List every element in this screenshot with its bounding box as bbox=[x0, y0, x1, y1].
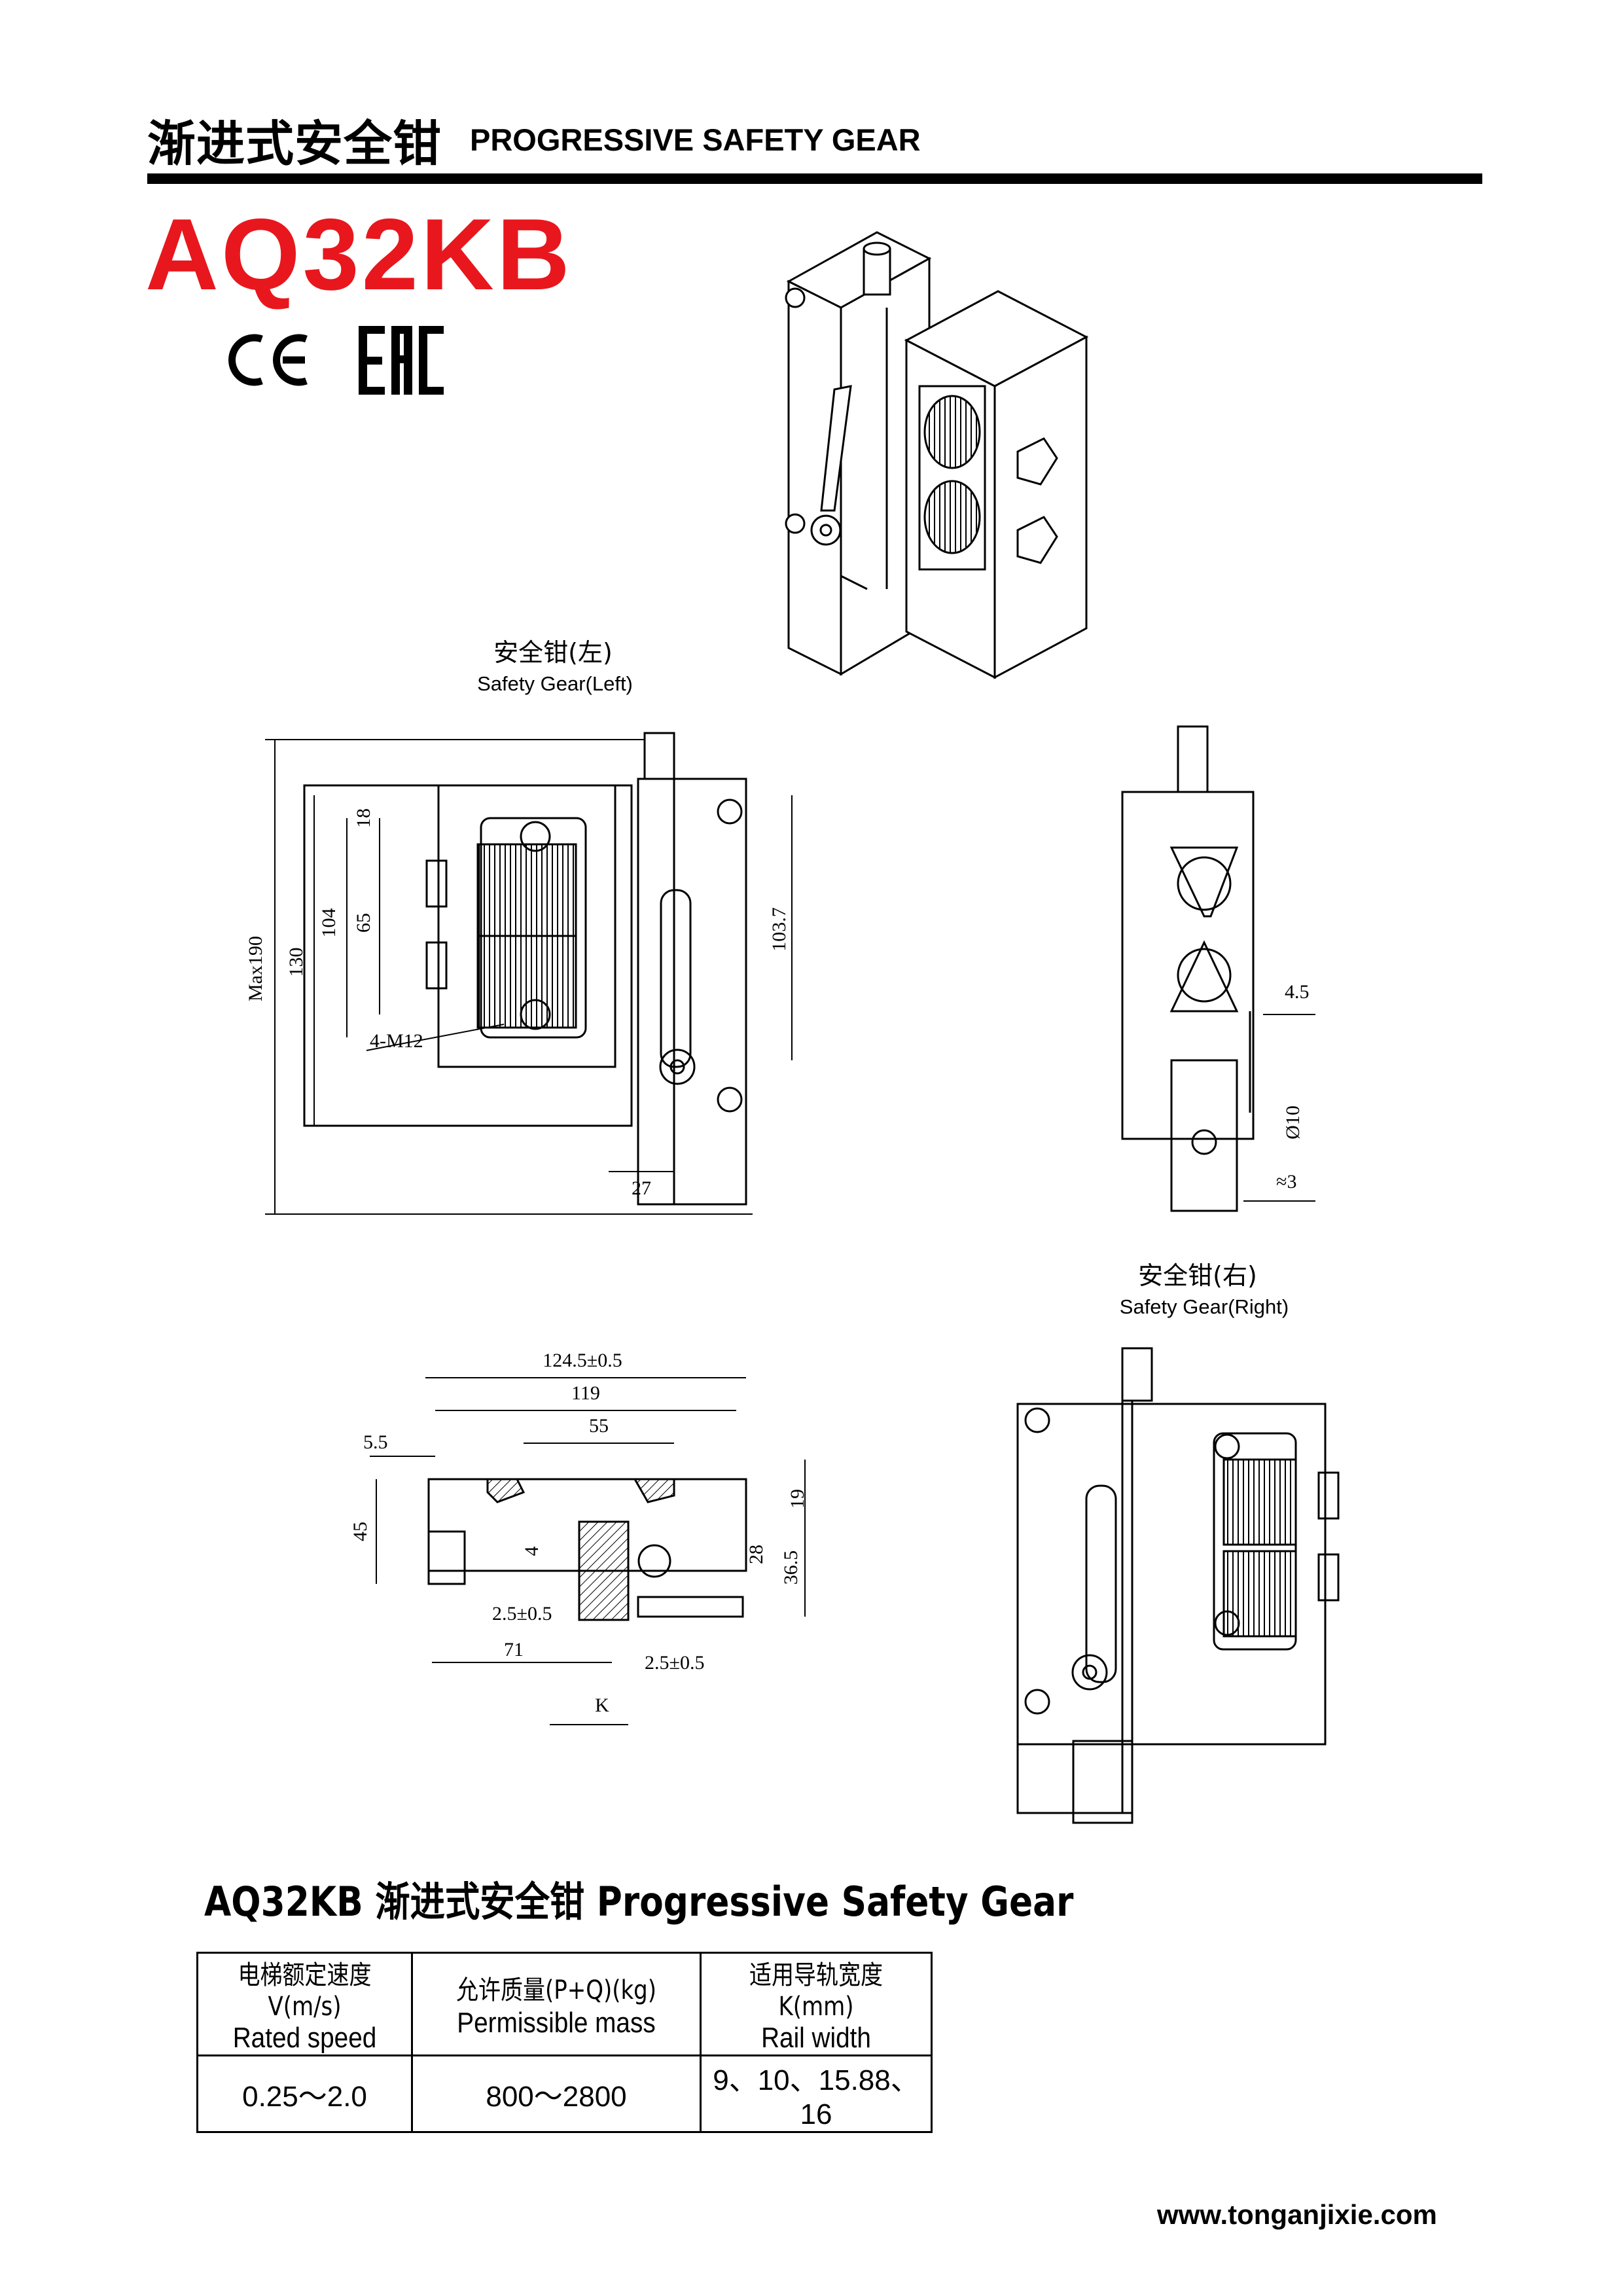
spec-header-speed-en: Rated speed bbox=[232, 2022, 377, 2054]
dim-2-5-a: 2.5±0.5 bbox=[492, 1603, 552, 1624]
header-title-en: PROGRESSIVE SAFETY GEAR bbox=[470, 122, 921, 157]
dim-104: 104 bbox=[318, 908, 340, 938]
right-view-label-en: Safety Gear(Right) bbox=[1120, 1295, 1289, 1318]
dim-36-5: 36.5 bbox=[780, 1551, 802, 1585]
spec-value-rail: 9、10、15.88、16 bbox=[700, 2054, 933, 2133]
dim-124-5: 124.5±0.5 bbox=[543, 1350, 622, 1371]
spec-value-mass: 800～2800 bbox=[411, 2054, 702, 2133]
dim-130: 130 bbox=[285, 948, 307, 977]
dim-k: K bbox=[595, 1695, 609, 1716]
spec-header-rail-en: Rail width bbox=[761, 2022, 871, 2054]
front-view-right bbox=[1016, 1347, 1340, 1824]
dim-5-5: 5.5 bbox=[363, 1431, 388, 1453]
dim-65: 65 bbox=[353, 913, 374, 933]
spec-header-mass-cn: 允许质量(P+Q)(kg) bbox=[455, 1975, 657, 2005]
isometric-view bbox=[785, 231, 1089, 679]
dim-2-5-b: 2.5±0.5 bbox=[645, 1652, 704, 1674]
dim-4: 4 bbox=[521, 1547, 543, 1556]
dim-119: 119 bbox=[571, 1382, 600, 1404]
spec-value-speed: 0.25～2.0 bbox=[196, 2054, 413, 2133]
dim-max190: Max190 bbox=[245, 936, 266, 1001]
spec-header-mass-en: Permissible mass bbox=[457, 2007, 656, 2039]
dim-71: 71 bbox=[504, 1639, 524, 1660]
dim-19: 19 bbox=[787, 1489, 808, 1509]
certification-marks bbox=[228, 326, 444, 395]
left-view-label-cn: 安全钳(左) bbox=[493, 638, 613, 667]
spec-header-speed-cn: 电梯额定速度V(m/s) bbox=[238, 1960, 372, 2022]
spec-value-row: 0.25～2.0 800～2800 9、10、15.88、16 bbox=[196, 2054, 933, 2133]
dim-d10: Ø10 bbox=[1282, 1105, 1304, 1139]
side-view-dims: 4.5 Ø10 ≈3 bbox=[1276, 981, 1310, 1193]
spec-header-rail: 适用导轨宽度K(mm) Rail width bbox=[700, 1952, 933, 2056]
dim-3: ≈3 bbox=[1276, 1171, 1296, 1193]
right-view-label-cn: 安全钳(右) bbox=[1138, 1261, 1257, 1290]
dim-45: 45 bbox=[349, 1522, 371, 1541]
dim-27: 27 bbox=[632, 1177, 651, 1199]
dim-18: 18 bbox=[353, 808, 374, 828]
model-number: AQ32KB bbox=[145, 198, 573, 311]
ce-mark-icon bbox=[228, 334, 308, 386]
side-view bbox=[1121, 725, 1315, 1212]
technical-drawings: 安全钳(左) Safety Gear(Left) 安全钳(右) Safety G… bbox=[245, 231, 1340, 1824]
top-view bbox=[370, 1377, 806, 1725]
spec-header-mass: 允许质量(P+Q)(kg) Permissible mass bbox=[411, 1952, 702, 2056]
header-divider bbox=[147, 173, 1482, 184]
dim-55: 55 bbox=[589, 1415, 609, 1437]
left-view-label-en: Safety Gear(Left) bbox=[477, 672, 633, 695]
front-view-dims: Max190 130 104 65 18 103.7 4-M12 27 bbox=[245, 808, 790, 1199]
dim-4-5: 4.5 bbox=[1285, 981, 1310, 1003]
spec-table: 电梯额定速度V(m/s) Rated speed 允许质量(P+Q)(kg) P… bbox=[196, 1952, 933, 2133]
spec-title: AQ32KB 渐进式安全钳 Progressive Safety Gear bbox=[204, 1878, 1074, 1926]
dim-m12: 4-M12 bbox=[370, 1030, 423, 1052]
front-view-left bbox=[265, 732, 793, 1215]
website-url: www.tonganjixie.com bbox=[1157, 2199, 1437, 2230]
header-title-cn: 渐进式安全钳 bbox=[147, 116, 442, 172]
dim-28: 28 bbox=[745, 1545, 767, 1564]
top-view-dims: 124.5±0.5 119 55 5.5 45 4 19 28 36.5 2.5… bbox=[349, 1350, 808, 1716]
spec-header-speed: 电梯额定速度V(m/s) Rated speed bbox=[196, 1952, 413, 2056]
dim-103-7: 103.7 bbox=[768, 907, 790, 952]
eac-mark-icon bbox=[359, 326, 444, 395]
spec-header-rail-cn: 适用导轨宽度K(mm) bbox=[749, 1960, 883, 2022]
spec-header-row: 电梯额定速度V(m/s) Rated speed 允许质量(P+Q)(kg) P… bbox=[196, 1952, 933, 2056]
